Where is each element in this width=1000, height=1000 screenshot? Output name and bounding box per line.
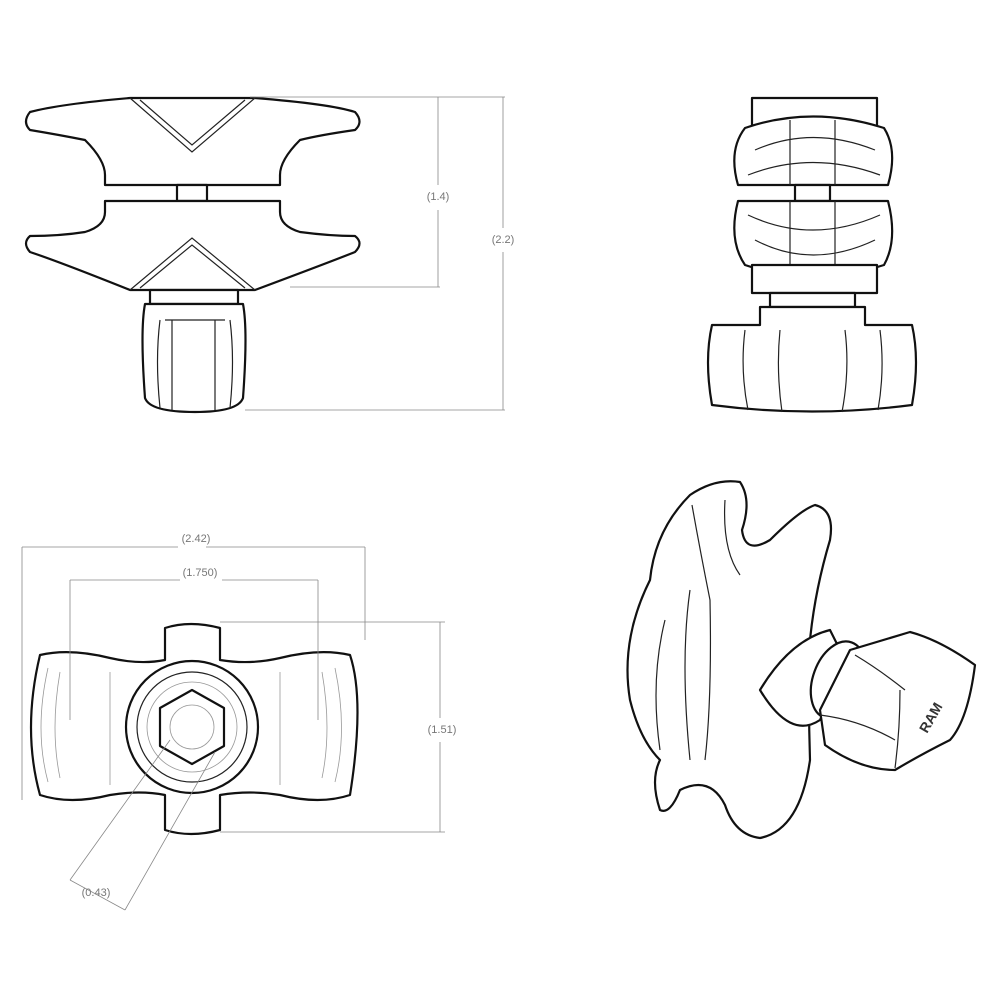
front-view: (1.4) (2.2) — [24, 96, 515, 414]
dim-label-height-inner: (1.4) — [427, 191, 450, 203]
dim-label-length: (2.42) — [182, 533, 211, 545]
dim-label-hex: (0.43) — [82, 887, 111, 899]
top-view: (2.42) (1.750) (1.51) (0.43) — [21, 533, 457, 911]
dim-label-height-total: (2.2) — [492, 234, 515, 246]
dim-label-width: (1.51) — [428, 724, 457, 736]
dim-label-span: (1.750) — [183, 567, 218, 579]
isometric-view: RAM — [626, 480, 977, 840]
side-view — [706, 96, 918, 413]
